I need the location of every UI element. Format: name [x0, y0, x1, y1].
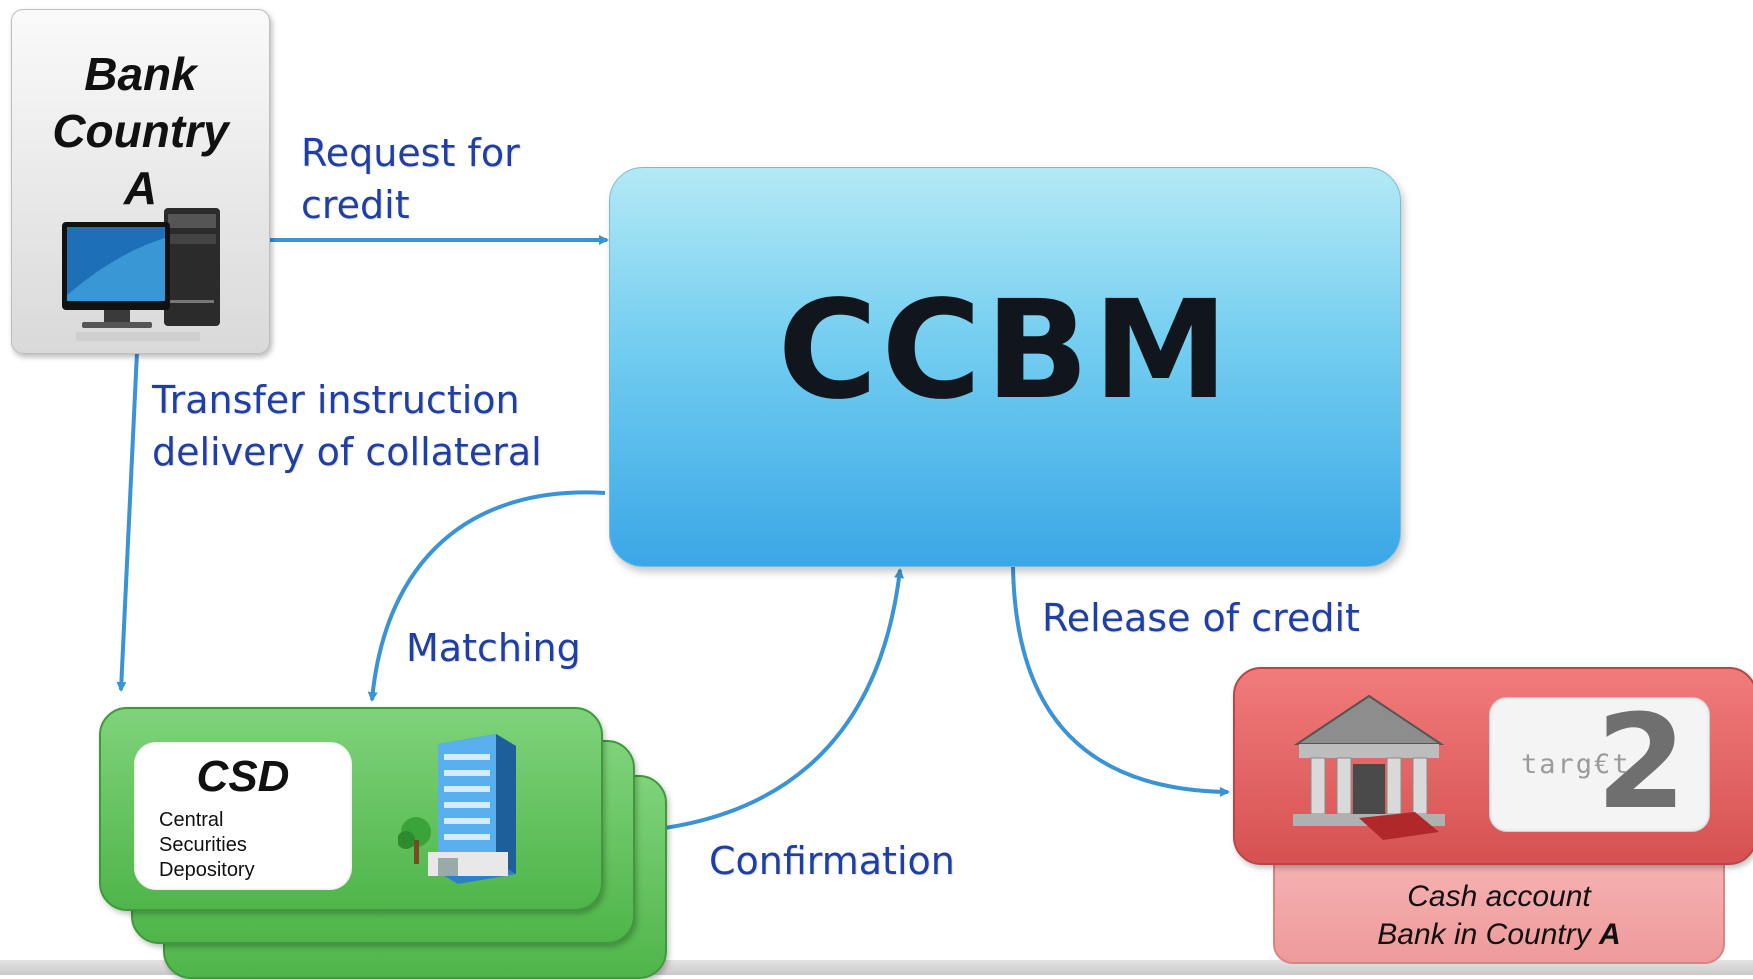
release-credit-arrow — [1011, 564, 1230, 797]
target2-logo: 2 targ€t — [1489, 692, 1710, 832]
cash-account-line1: Cash account — [1407, 880, 1591, 913]
bank-country-a-card: Bank Country A — [11, 9, 270, 354]
cash-account-country: A — [1599, 918, 1621, 951]
csd-title: CSD — [196, 752, 290, 801]
cash-account-text: Cash account Bank in Country A — [1275, 878, 1723, 954]
request-credit-label: Request for credit — [301, 131, 520, 227]
transfer-instruction-label: Transfer instruction delivery of collate… — [152, 378, 542, 474]
cash-account-line2: Bank in Country — [1377, 918, 1600, 951]
csd-description: Central Securities Depository — [159, 809, 255, 881]
ccbm-label: CCBM — [777, 272, 1233, 430]
ccbm-box: CCBM — [609, 167, 1401, 567]
computer-icon — [62, 208, 220, 341]
target2-number: 2 — [1596, 686, 1687, 838]
target2-wordmark: targ€t — [1521, 749, 1631, 780]
confirmation-label: Confirmation — [709, 839, 955, 883]
central-bank-icon — [1293, 694, 1445, 840]
transfer-instruction-arrow — [116, 351, 139, 692]
csd-label-panel: CSD Central Securities Depository — [134, 742, 352, 890]
office-building-icon — [398, 734, 516, 884]
matching-label: Matching — [406, 626, 581, 670]
release-credit-label: Release of credit — [1042, 596, 1360, 640]
bank-title: Bank Country A — [52, 48, 229, 214]
matching-arrow — [367, 490, 606, 702]
